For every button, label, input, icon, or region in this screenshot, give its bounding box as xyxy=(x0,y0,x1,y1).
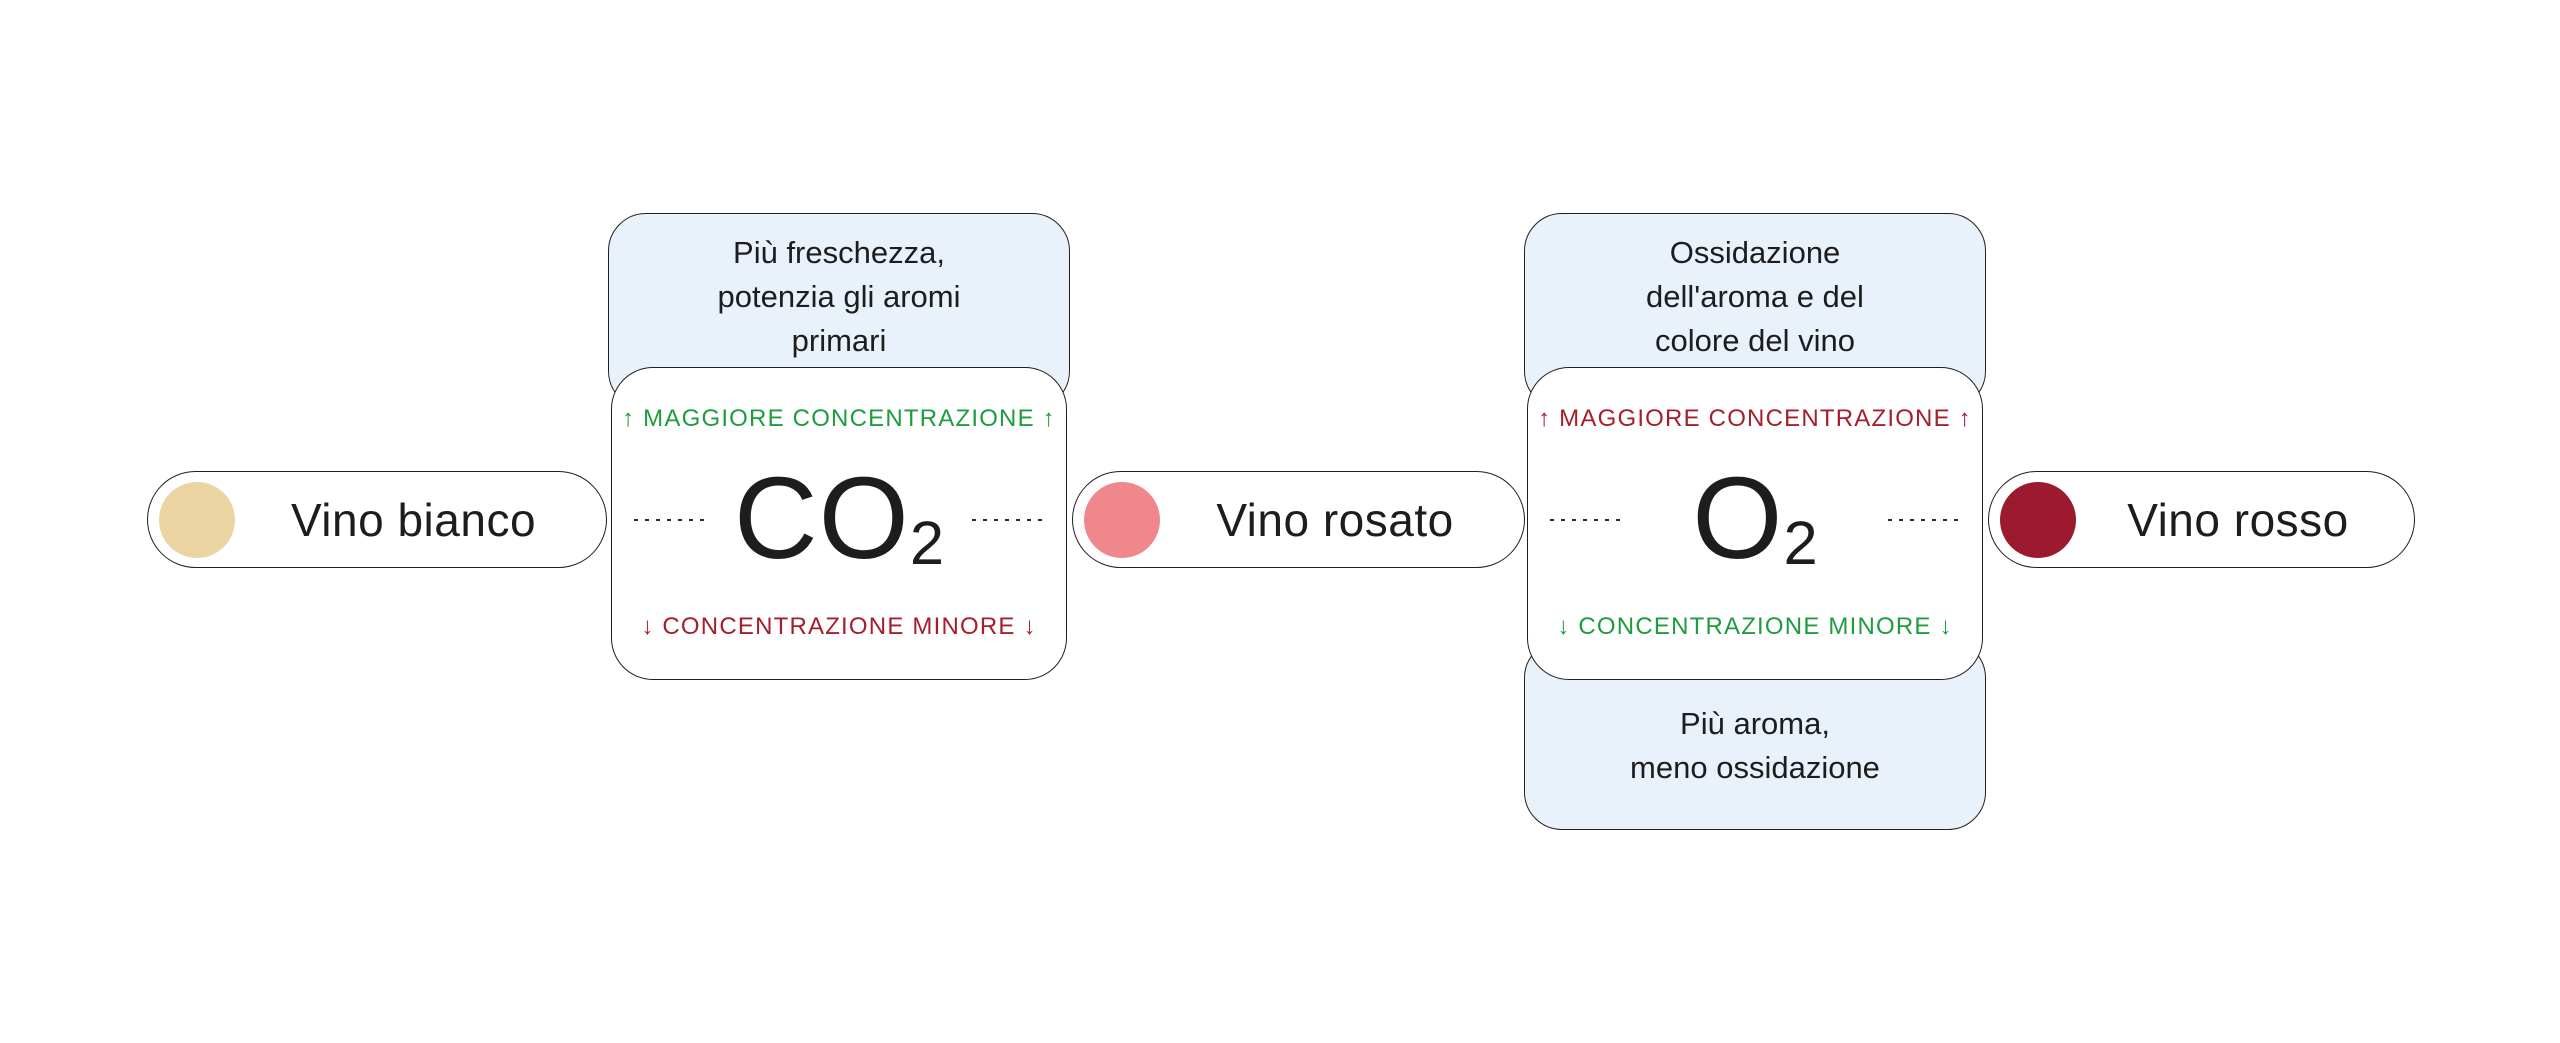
vino-rosato-label: Vino rosato xyxy=(1216,493,1454,546)
co2-symbol-subscript: 2 xyxy=(909,509,945,578)
co2-effect-note-line: Più freschezza, xyxy=(733,235,945,270)
co2-symbol: CO2 xyxy=(612,460,1066,576)
o2-benefit-note-line: Più aroma, xyxy=(1680,706,1830,741)
co2-symbol-main: CO xyxy=(733,453,910,583)
co2-less-concentration-label: ↓ CONCENTRAZIONE MINORE ↓ xyxy=(641,613,1037,640)
o2-benefit-note-line: meno ossidazione xyxy=(1630,750,1880,785)
co2-concentration-box: ↑ MAGGIORE CONCENTRAZIONE ↑ CO2 ↓ CONCEN… xyxy=(611,367,1067,680)
o2-effect-note-line: colore del vino xyxy=(1655,323,1855,358)
o2-concentration-box: ↑ MAGGIORE CONCENTRAZIONE ↑ O2 ↓ CONCENT… xyxy=(1527,367,1983,680)
o2-symbol-main: O xyxy=(1692,453,1784,583)
o2-effect-note-line: dell'aroma e del xyxy=(1646,279,1864,314)
vino-rosso-label: Vino rosso xyxy=(2127,493,2349,546)
co2-left-dotted-connector xyxy=(634,519,708,521)
o2-more-concentration-label: ↑ MAGGIORE CONCENTRAZIONE ↑ xyxy=(1538,405,1972,432)
co2-effect-note-line: potenzia gli aromi xyxy=(717,279,961,314)
wine-node-vino-rosato: Vino rosato xyxy=(1072,471,1525,568)
wine-node-vino-rosso: Vino rosso xyxy=(1988,471,2415,568)
co2-right-dotted-connector xyxy=(972,519,1046,521)
vino-rosato-color-dot xyxy=(1084,481,1160,558)
o2-right-dotted-connector xyxy=(1888,519,1962,521)
co2-effect-note-line: primari xyxy=(791,323,887,358)
co2-more-concentration-label: ↑ MAGGIORE CONCENTRAZIONE ↑ xyxy=(622,405,1056,432)
wine-node-vino-bianco: Vino bianco xyxy=(147,471,607,568)
vino-rosso-color-dot xyxy=(2000,481,2076,558)
o2-less-concentration-label: ↓ CONCENTRAZIONE MINORE ↓ xyxy=(1557,613,1953,640)
o2-symbol: O2 xyxy=(1528,460,1982,576)
o2-symbol-subscript: 2 xyxy=(1783,509,1818,578)
vino-bianco-color-dot xyxy=(159,481,235,558)
o2-left-dotted-connector xyxy=(1550,519,1624,521)
vino-bianco-label: Vino bianco xyxy=(290,493,537,546)
o2-effect-note-line: Ossidazione xyxy=(1669,235,1841,270)
